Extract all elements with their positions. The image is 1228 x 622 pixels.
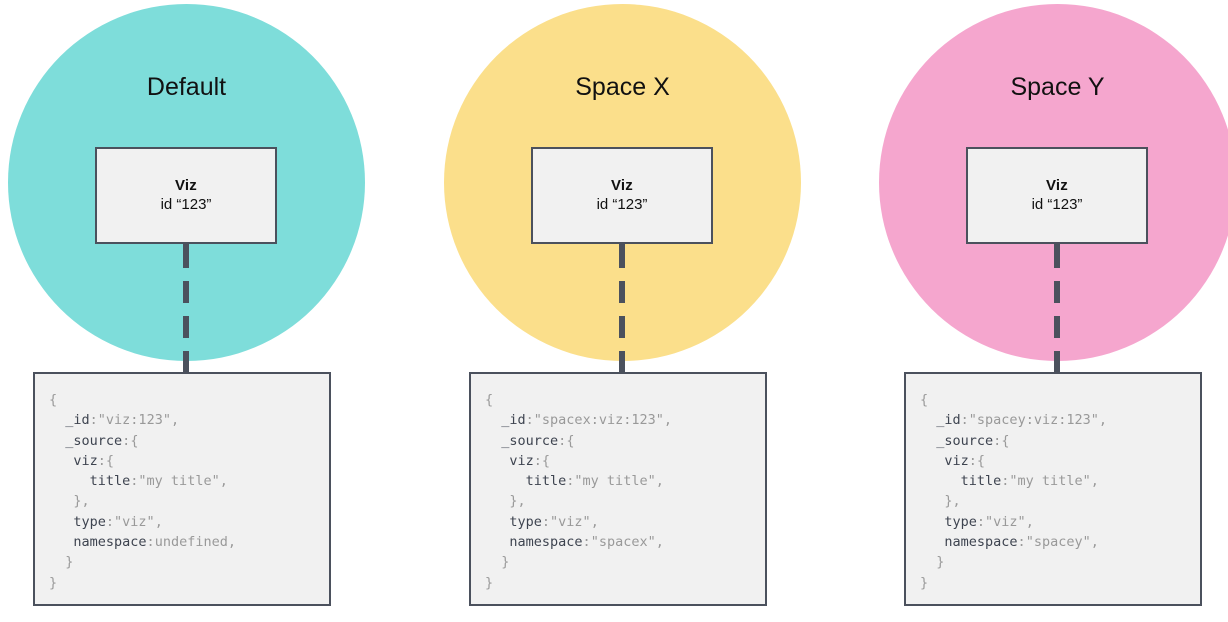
viz-node-id-2: id “123”	[1031, 196, 1083, 213]
viz-node-title-1: Viz	[610, 177, 633, 194]
document-json-box-1: { _id:"spacex:viz:123", _source:{ viz:{ …	[469, 372, 767, 606]
document-json-box-2: { _id:"spacey:viz:123", _source:{ viz:{ …	[904, 372, 1202, 606]
document-json-text-1: { _id:"spacex:viz:123", _source:{ viz:{ …	[485, 392, 672, 591]
document-json-box-0: { _id:"viz:123", _source:{ viz:{ title:"…	[33, 372, 331, 606]
space-column-1: Space X Viz id “123” { _id:"spacex:viz:123"…	[423, 0, 823, 622]
viz-node-id-0: id “123”	[160, 196, 212, 213]
space-label-2: Space Y	[1010, 73, 1105, 101]
viz-node-title-0: Viz	[174, 177, 197, 194]
viz-node-title-2: Viz	[1045, 177, 1068, 194]
document-json-text-0: { _id:"viz:123", _source:{ viz:{ title:"…	[49, 392, 236, 591]
space-label-0: Default	[146, 73, 227, 101]
viz-node-0: Viz id “123”	[95, 147, 277, 244]
document-json-text-2: { _id:"spacey:viz:123", _source:{ viz:{ …	[920, 392, 1107, 591]
space-column-2: Space Y Viz id “123” { _id:"spacey:viz:123"…	[858, 0, 1228, 622]
space-label-1: Space X	[575, 73, 670, 101]
viz-node-1: Viz id “123”	[531, 147, 713, 244]
viz-node-2: Viz id “123”	[966, 147, 1148, 244]
viz-node-id-1: id “123”	[596, 196, 648, 213]
dashed-connector-0	[183, 244, 189, 374]
dashed-connector-1	[619, 244, 625, 374]
dashed-connector-2	[1054, 244, 1060, 374]
